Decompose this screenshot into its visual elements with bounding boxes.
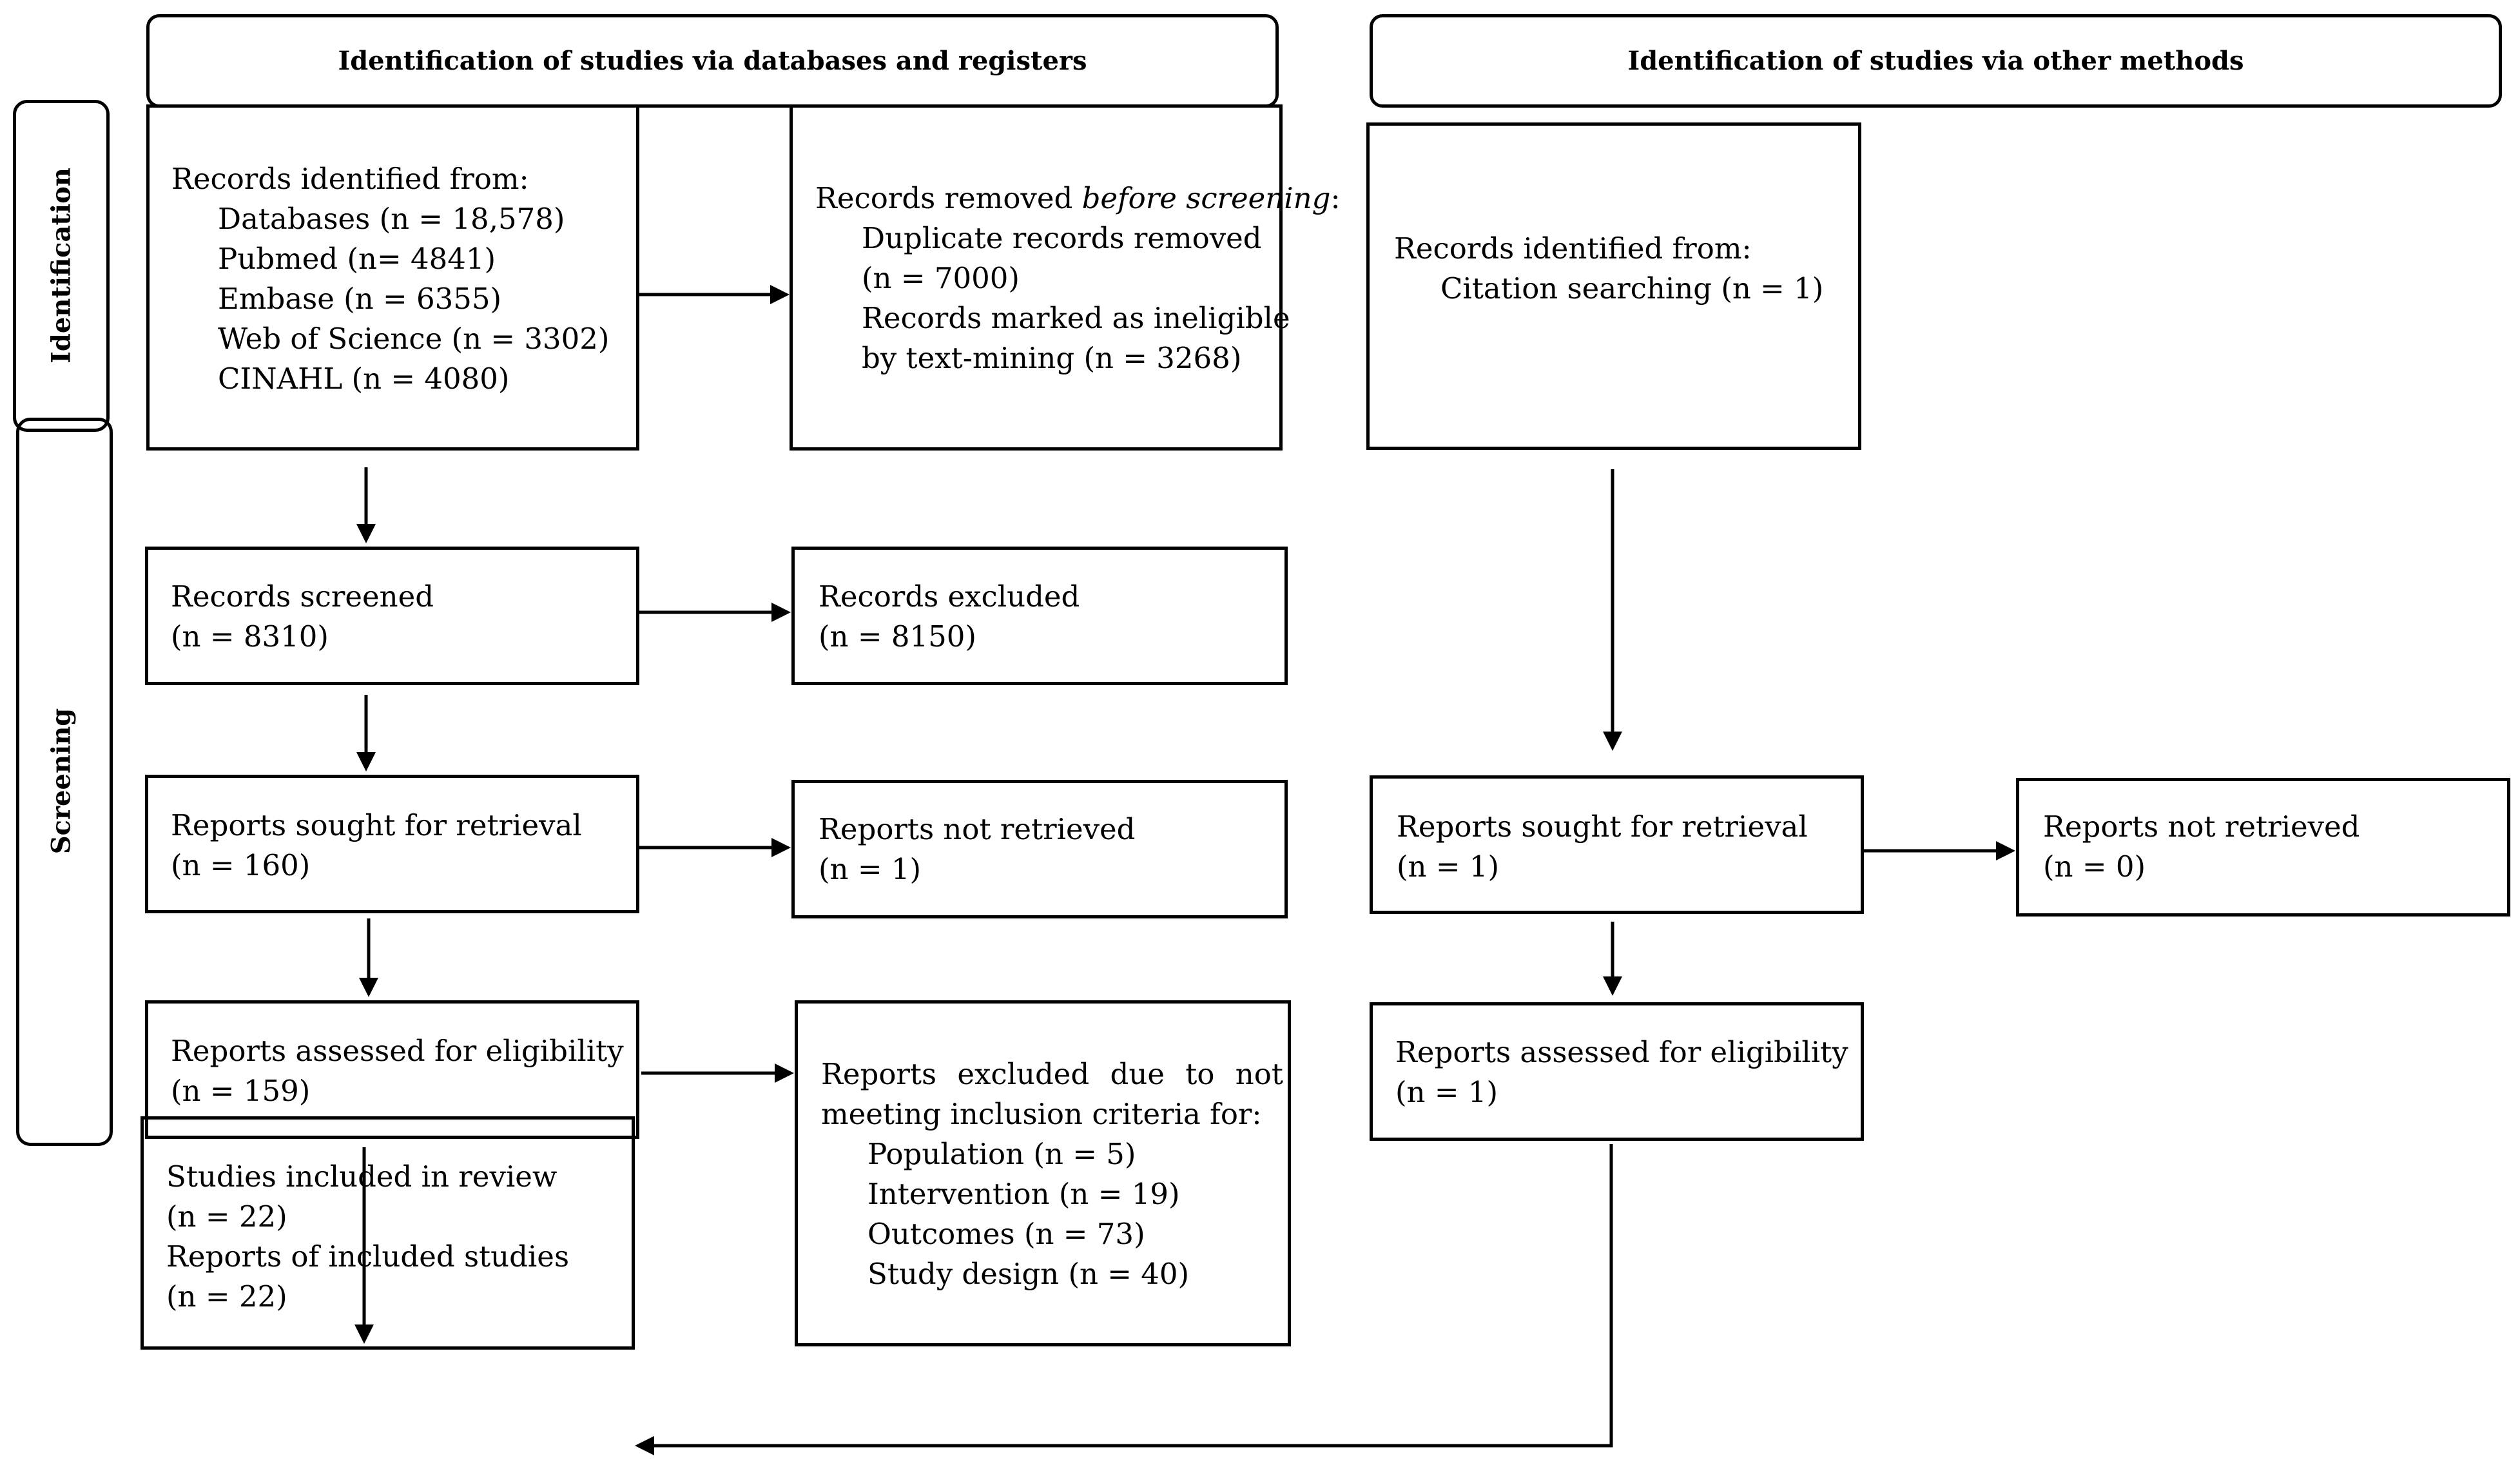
stage-screening — [16, 418, 113, 1146]
arrow-other-assessed-to-included — [635, 1144, 1613, 1455]
records-excluded-box — [791, 547, 1288, 685]
records-screened-text: Records screened (n = 8310) — [171, 579, 434, 654]
studies-included-box — [141, 1116, 635, 1350]
reports-sought-db-box — [145, 775, 639, 913]
studies-included-title: Studies included in review — [166, 1159, 557, 1194]
records-identified-other-box — [1366, 122, 1861, 450]
excluded-study-design: Study design (n = 40) — [867, 1257, 1190, 1291]
reports-not-retrieved-db-text: Reports not retrieved (n = 1) — [819, 812, 1136, 886]
duplicates-removed: Duplicate records removed — [862, 221, 1262, 255]
studies-included-count: (n = 22) — [166, 1199, 287, 1234]
reports-sought-other-box — [1370, 775, 1864, 914]
records-identified-other-text: Records identified from: Citation search… — [1394, 229, 1823, 309]
reports-assessed-db-box — [145, 1000, 639, 1139]
records-identified-db-text: Records identified from: Databases (n = … — [171, 159, 609, 399]
citation-searching: Citation searching (n = 1) — [1440, 271, 1824, 306]
records-identified-db-box — [146, 104, 639, 451]
reports-excluded-title-2: meeting inclusion criteria for: — [821, 1097, 1262, 1131]
reports-excluded-box — [795, 1000, 1291, 1346]
reports-assessed-other-text: Reports assessed for eligibility (n = 1) — [1395, 1035, 1848, 1109]
records-removed-text: Records removed before screening: Duplic… — [815, 179, 1341, 378]
reports-assessed-db-text: Reports assessed for eligibility (n = 15… — [171, 1034, 624, 1108]
reports-included-count: (n = 22) — [166, 1279, 287, 1314]
source-web-of-science: Web of Science (n = 3302) — [218, 322, 610, 356]
stage-identification — [13, 100, 110, 432]
text-mining-ineligible: Records marked as ineligible — [862, 301, 1290, 335]
text-mining-count: by text-mining (n = 3268) — [862, 341, 1242, 375]
header-databases-label: Identification of studies via databases … — [338, 46, 1087, 76]
records-removed-box — [790, 104, 1283, 451]
studies-included-text: Studies included in review (n = 22) Repo… — [166, 1157, 569, 1317]
reports-sought-other-text: Reports sought for retrieval (n = 1) — [1397, 810, 1808, 884]
source-databases: Databases (n = 18,578) — [218, 202, 565, 236]
source-cinahl: CINAHL (n = 4080) — [218, 362, 510, 396]
excluded-population: Population (n = 5) — [867, 1137, 1136, 1171]
reports-excluded-title: Reports excluded due to not — [821, 1057, 1283, 1091]
reports-not-retrieved-other-text: Reports not retrieved (n = 0) — [2043, 810, 2360, 884]
records-identified-title: Records identified from: — [171, 162, 529, 196]
header-databases: Identification of studies via databases … — [146, 14, 1279, 108]
reports-sought-db-text: Reports sought for retrieval (n = 160) — [171, 808, 582, 882]
reports-not-retrieved-db-box — [791, 780, 1288, 918]
reports-excluded-text: Reports excluded due to not meeting incl… — [821, 1054, 1283, 1294]
header-other-label: Identification of studies via other meth… — [1627, 46, 2244, 76]
duplicates-count: (n = 7000) — [862, 261, 1020, 295]
excluded-outcomes: Outcomes (n = 73) — [867, 1217, 1145, 1251]
source-embase: Embase (n = 6355) — [218, 282, 502, 316]
reports-not-retrieved-other-box — [2016, 778, 2510, 917]
excluded-intervention: Intervention (n = 19) — [867, 1177, 1180, 1211]
records-excluded-text: Records excluded (n = 8150) — [819, 579, 1080, 654]
source-pubmed: Pubmed (n= 4841) — [218, 242, 496, 276]
records-removed-title: Records removed before screening: — [815, 181, 1341, 215]
header-other-methods: Identification of studies via other meth… — [1370, 14, 2502, 108]
records-screened-box — [145, 547, 639, 685]
reports-assessed-other-box — [1370, 1002, 1864, 1141]
reports-included-title: Reports of included studies — [166, 1239, 570, 1274]
